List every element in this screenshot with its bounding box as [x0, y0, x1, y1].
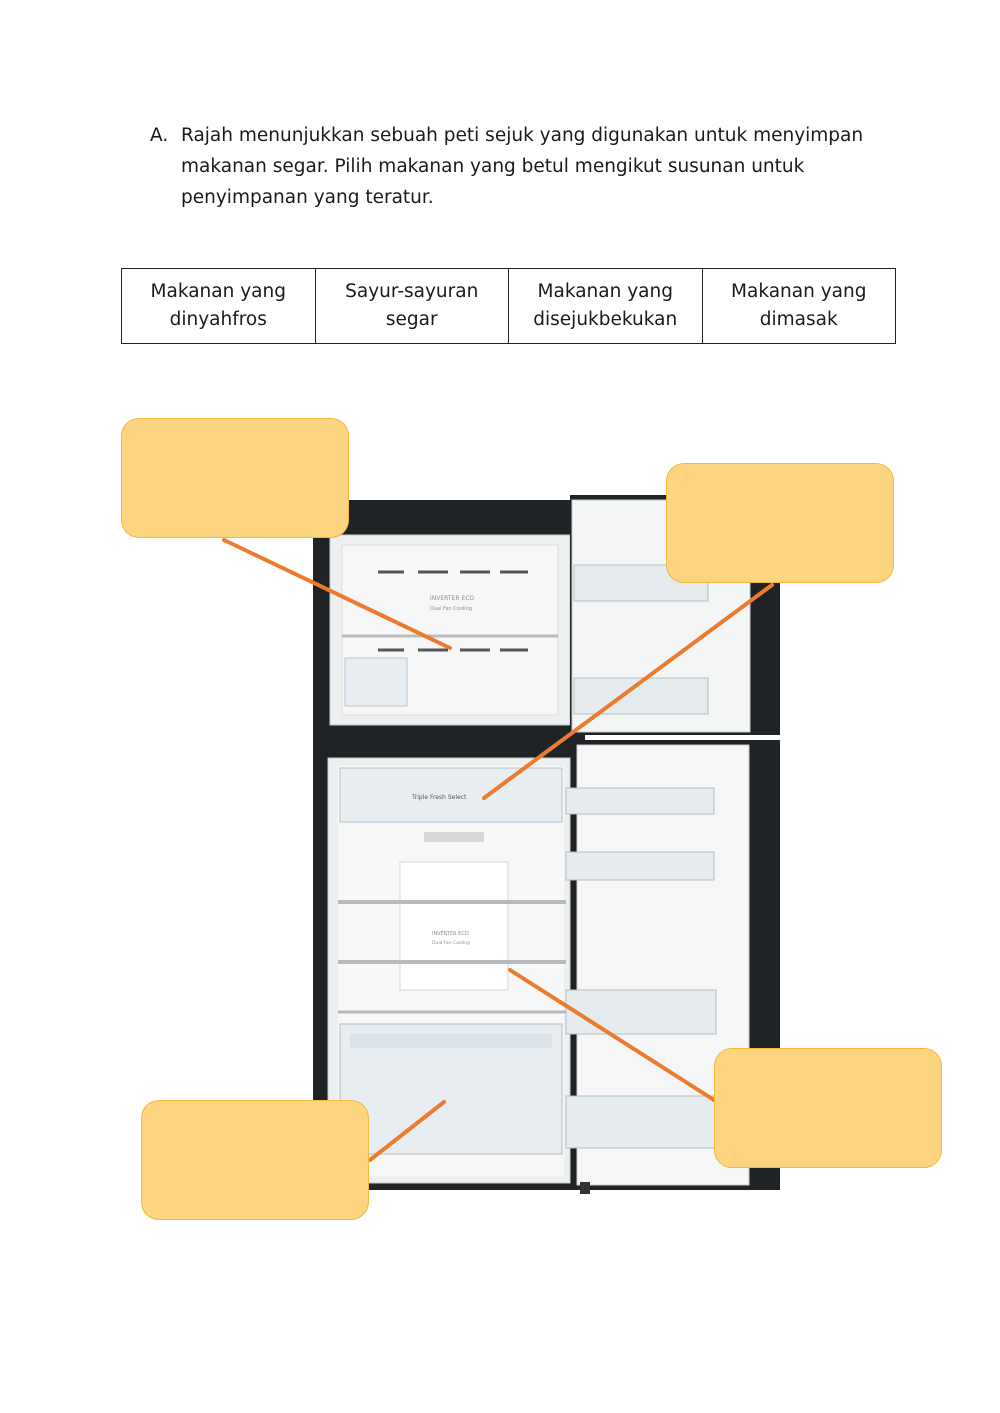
- panel-line1-lower: INVERTER ECO: [432, 931, 469, 937]
- answer-box-chiller[interactable]: [666, 463, 894, 583]
- crisper-label: Triple Fresh Select: [411, 794, 467, 801]
- connector-1: [222, 538, 452, 650]
- connector-2: [482, 583, 774, 800]
- question-text: Rajah menunjukkan sebuah peti sejuk yang…: [181, 125, 864, 208]
- question-marker: A.: [150, 125, 169, 146]
- question: A. Rajah menunjukkan sebuah peti sejuk y…: [150, 120, 870, 213]
- chiller-drawer: [339, 767, 563, 823]
- answer-box-crisper[interactable]: [141, 1100, 369, 1220]
- panel-line2: Dual Fan Cooling: [430, 606, 472, 612]
- answer-box-freezer[interactable]: [121, 418, 349, 538]
- panel-line1: INVERTER ECO: [430, 595, 474, 602]
- panel-line2-lower: Dual Fan Cooling: [432, 940, 470, 946]
- ice-tray: [344, 657, 408, 707]
- connector-3: [368, 1100, 446, 1162]
- connector-4: [508, 968, 716, 1102]
- answer-box-shelf[interactable]: [714, 1048, 942, 1168]
